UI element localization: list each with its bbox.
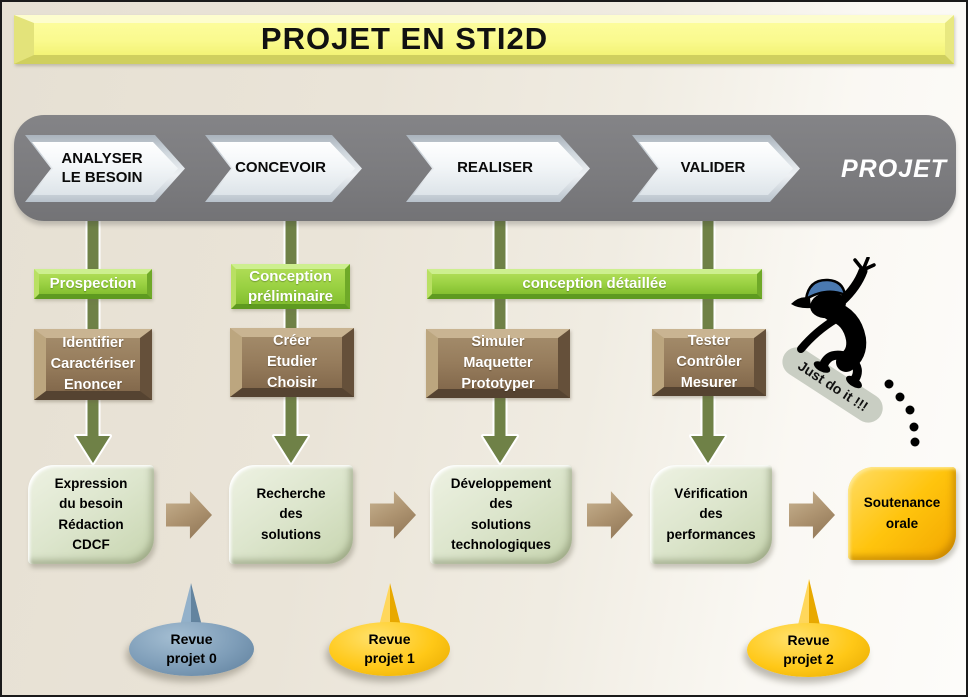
flow-arrow-icon: [789, 491, 835, 539]
process-step-concevoir: CONCEVOIR: [205, 135, 362, 202]
process-step-label: VALIDER: [680, 159, 746, 177]
review-milestone-0: Revue projet 0: [129, 622, 254, 676]
cap-icon: [804, 278, 847, 302]
deliverable-box-expression-besoin: Expression du besoin Rédaction CDCF: [28, 465, 154, 564]
title-banner: PROJET EN STI2D: [14, 15, 954, 64]
flow-arrow-icon: [166, 491, 212, 539]
process-step-label: CONCEVOIR: [235, 159, 326, 177]
review-milestone-1: Revue projet 1: [329, 622, 450, 676]
page-title: PROJET EN STI2D: [260, 21, 549, 56]
milestone-pin-icon: [180, 583, 202, 626]
process-step-label: REALISER: [457, 159, 533, 177]
phase-label-conception-preliminaire: Conception préliminaire: [231, 264, 350, 309]
task-box-realiser: Simuler Maquetter Prototyper: [426, 329, 570, 398]
deliverable-box-recherche-solutions: Recherche des solutions: [229, 465, 353, 564]
deliverable-box-developpement-solutions: Développement des solutions technologiqu…: [430, 465, 572, 564]
task-box-valider: Tester Contrôler Mesurer: [652, 329, 766, 396]
phase-label-prospection: Prospection: [34, 269, 152, 299]
projet-label: PROJET: [840, 154, 948, 183]
task-box-analyser: Identifier Caractériser Enoncer: [34, 329, 152, 400]
flow-arrow-icon: [370, 491, 416, 539]
process-step-label: ANALYSER LE BESOIN: [61, 149, 143, 186]
process-step-valider: VALIDER: [632, 135, 800, 202]
final-box-soutenance-orale: Soutenance orale: [848, 467, 956, 560]
milestone-pin-icon: [379, 583, 401, 626]
deliverable-box-verification-performances: Vérification des performances: [650, 465, 772, 564]
milestone-pin-icon: [798, 579, 820, 625]
review-milestone-2: Revue projet 2: [747, 623, 870, 677]
dots-trail-icon: [884, 379, 920, 447]
task-box-concevoir: Créer Etudier Choisir: [230, 328, 354, 397]
process-step-analyser: ANALYSER LE BESOIN: [25, 135, 185, 202]
phase-label-conception-detaillee: conception détaillée: [427, 269, 762, 299]
process-step-realiser: REALISER: [406, 135, 590, 202]
skater-figure-illustration: Just do it !!!: [782, 257, 920, 447]
flow-arrow-icon: [587, 491, 633, 539]
